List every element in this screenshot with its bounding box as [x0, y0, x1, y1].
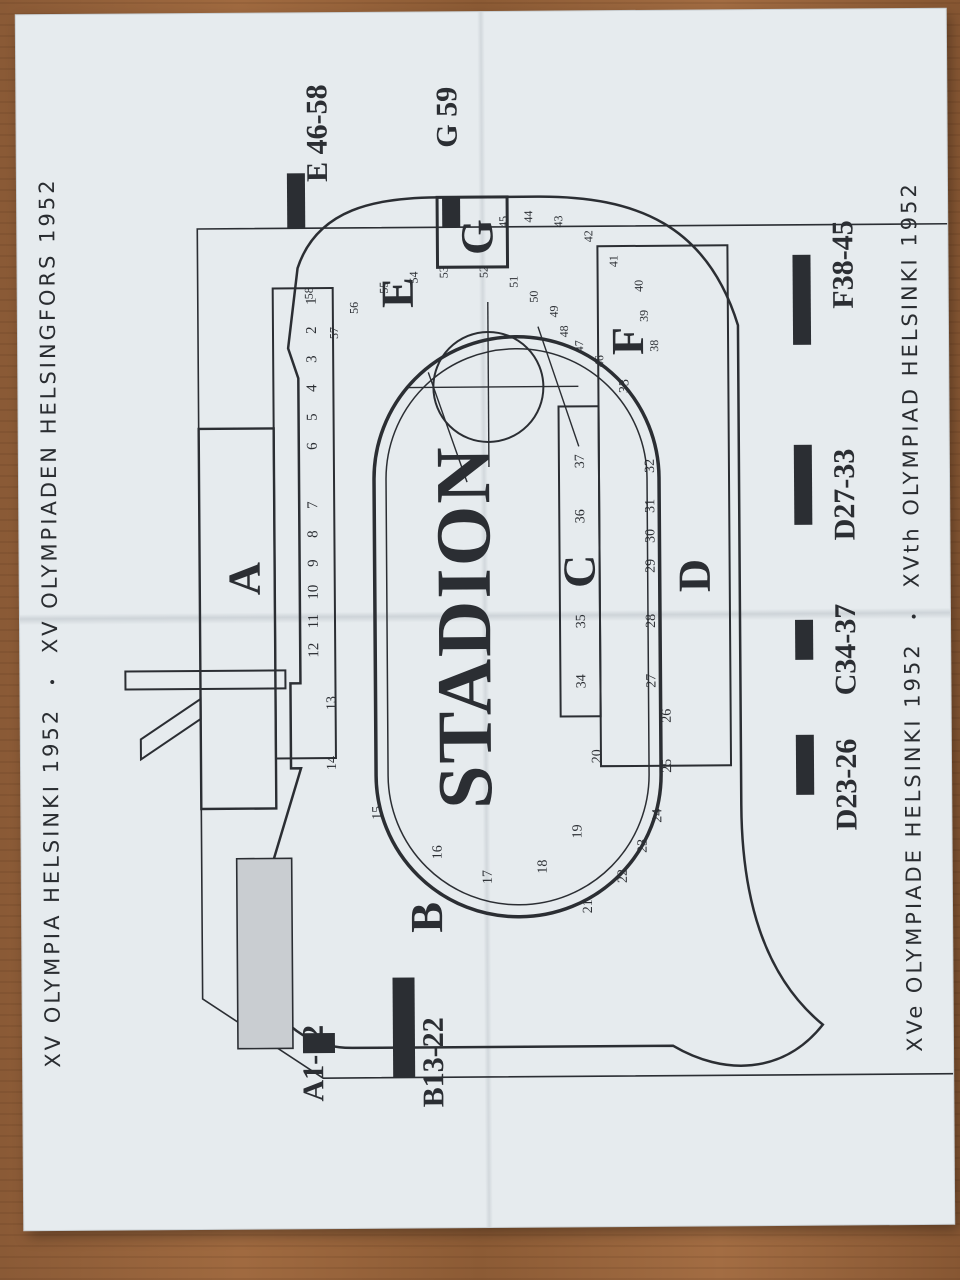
- stand-a-block: [197, 427, 278, 811]
- section-letter-d: D: [669, 559, 720, 593]
- gate-marker-e: [286, 173, 306, 229]
- block-34: 34: [574, 674, 589, 688]
- block-26: 26: [660, 709, 675, 723]
- gate-label-c: C34-37: [829, 604, 863, 696]
- block-38: 38: [647, 340, 661, 352]
- gate-marker-f: [792, 254, 812, 345]
- stand-d-block: [596, 244, 733, 768]
- block-a-9: 9: [306, 559, 322, 567]
- gate-marker-d2: [793, 444, 813, 525]
- gate-marker-b: [392, 977, 416, 1078]
- block-27: 27: [644, 674, 659, 688]
- section-letter-a: A: [219, 562, 270, 596]
- stand-g-block: [435, 195, 510, 269]
- gate-label-b: B13-22: [417, 1017, 451, 1107]
- center-line-4: [537, 326, 580, 447]
- block-19: 19: [570, 824, 585, 838]
- stadium-tower: [139, 697, 202, 762]
- block-14: 14: [325, 756, 340, 770]
- block-16: 16: [431, 845, 446, 859]
- center-line-3: [427, 372, 468, 483]
- block-45: 45: [496, 216, 510, 228]
- section-letter-c: C: [554, 555, 605, 589]
- block-56: 56: [347, 302, 361, 314]
- tower-block: [124, 669, 287, 691]
- block-35: 35: [574, 614, 589, 628]
- block-31: 31: [643, 499, 658, 513]
- gate-marker-c: [795, 619, 814, 660]
- stadium-map: 1 2 3 4 5 6 7 8 9 10 11 12 13 14 15 16 1…: [124, 84, 955, 1107]
- block-48: 48: [557, 325, 571, 337]
- gate-marker-d1: [795, 734, 815, 795]
- gate-label-g: G 59: [430, 87, 463, 148]
- ticket-content-rotated: XV OLYMPIA HELSINKI 1952 • XV OLYMPIADEN…: [16, 9, 955, 1230]
- block-20: 20: [590, 749, 605, 763]
- block-39: 39: [637, 310, 651, 322]
- center-line-2: [408, 385, 579, 389]
- block-a-10: 10: [306, 585, 322, 600]
- block-37: 37: [573, 454, 588, 468]
- stadium-label: STADION: [419, 445, 509, 809]
- block-13: 13: [325, 696, 340, 710]
- section-letter-e: E: [372, 277, 423, 308]
- section-letter-b: B: [401, 902, 452, 933]
- block-a-1: 1: [304, 297, 320, 305]
- block-57: 57: [327, 327, 341, 339]
- gate-label-e: E 46-58: [300, 84, 334, 182]
- block-47: 47: [572, 340, 586, 352]
- block-29: 29: [644, 559, 659, 573]
- block-a-7: 7: [305, 501, 321, 509]
- block-44: 44: [521, 211, 535, 223]
- block-30: 30: [643, 529, 658, 543]
- center-line-1: [487, 301, 490, 467]
- block-22: 22: [616, 869, 631, 883]
- block-a-11: 11: [306, 614, 322, 629]
- block-a-4: 4: [304, 384, 320, 392]
- block-33: 33: [617, 379, 632, 393]
- block-43: 43: [551, 215, 565, 227]
- block-28: 28: [644, 614, 659, 628]
- block-a-3: 3: [304, 355, 320, 363]
- gate-label-d2: D27-33: [828, 449, 862, 541]
- block-21: 21: [581, 899, 596, 913]
- block-15: 15: [370, 806, 385, 820]
- block-58: 58: [302, 287, 316, 299]
- block-24: 24: [650, 809, 665, 823]
- block-51: 51: [507, 276, 521, 288]
- gate-label-d1: D23-26: [830, 739, 864, 831]
- track-inner: [385, 348, 650, 906]
- gate-marker-g: [442, 197, 461, 228]
- block-a-12: 12: [306, 643, 322, 658]
- block-a-2: 2: [304, 326, 320, 334]
- block-42: 42: [581, 230, 595, 242]
- b-side-grid: [235, 857, 294, 1050]
- stand-a-rows: [271, 287, 337, 760]
- block-32: 32: [643, 459, 658, 473]
- gate-marker-a: [302, 1033, 336, 1054]
- block-46: 46: [592, 355, 606, 367]
- block-a-6: 6: [305, 442, 321, 450]
- block-a-5: 5: [305, 413, 321, 421]
- gate-label-f: F38-45: [826, 220, 860, 309]
- block-49: 49: [547, 305, 561, 317]
- block-17: 17: [481, 870, 496, 884]
- outer-fence: [196, 222, 955, 1079]
- olympic-ticket: XV OLYMPIA HELSINKI 1952 • XV OLYMPIADEN…: [15, 8, 955, 1231]
- block-54: 54: [407, 271, 421, 283]
- block-55: 55: [377, 282, 391, 294]
- block-52: 52: [477, 266, 491, 278]
- block-25: 25: [660, 759, 675, 773]
- block-40: 40: [632, 280, 646, 292]
- block-36: 36: [573, 509, 588, 523]
- block-41: 41: [606, 255, 620, 267]
- block-a-8: 8: [305, 530, 321, 538]
- running-track: [372, 335, 663, 919]
- stand-outline: [254, 195, 825, 1067]
- block-50: 50: [527, 291, 541, 303]
- block-23: 23: [636, 839, 651, 853]
- block-53: 53: [437, 266, 451, 278]
- block-18: 18: [536, 860, 551, 874]
- section-letter-f: F: [602, 327, 653, 355]
